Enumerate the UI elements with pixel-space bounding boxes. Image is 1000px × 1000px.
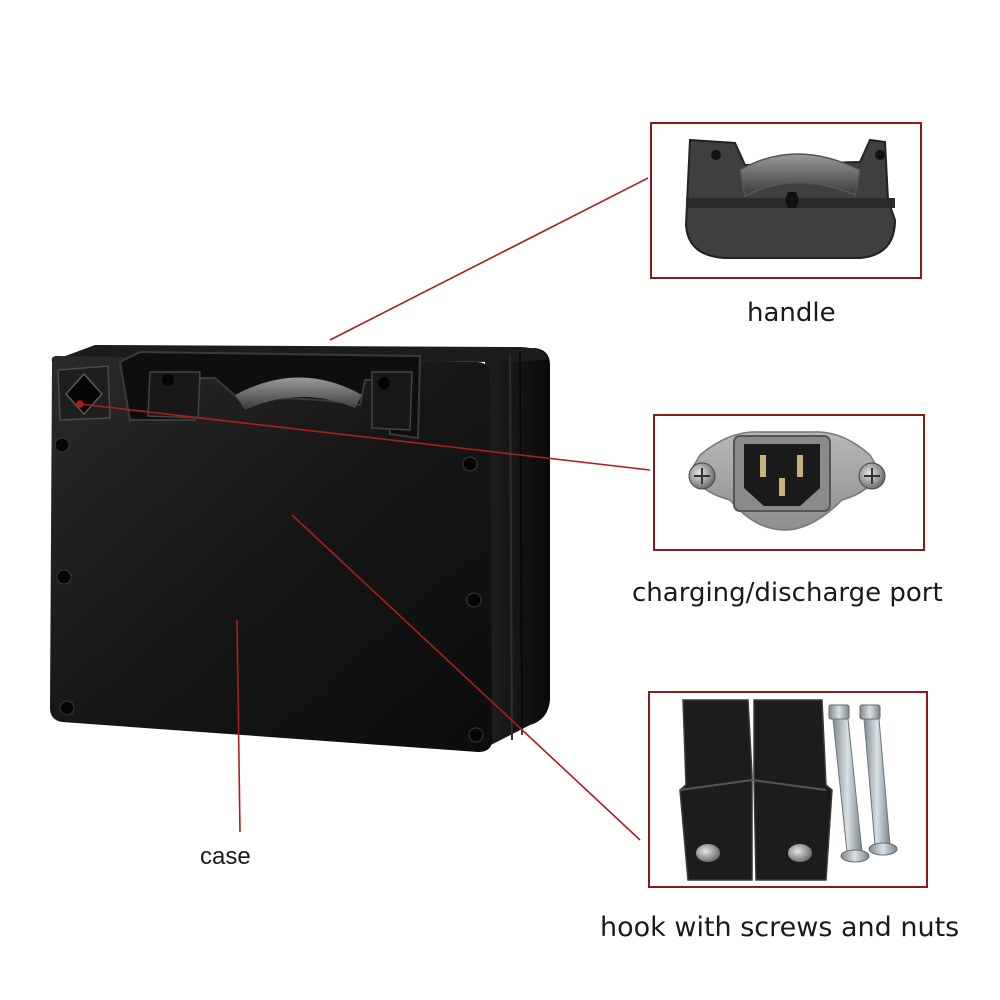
case-front [50, 355, 492, 752]
label-handle: handle [747, 298, 836, 328]
hook-bracket-right [753, 699, 833, 881]
leader-handle [329, 177, 649, 341]
bolts [828, 704, 898, 863]
leader-hook [291, 514, 641, 841]
case-screw-holes [54, 437, 484, 743]
leader-lines [76, 177, 651, 841]
label-charging-port: charging/discharge port [632, 578, 943, 608]
label-case: case [200, 843, 251, 870]
battery-case [50, 345, 550, 752]
label-hook: hook with screws and nuts [600, 912, 960, 943]
callout-hook [648, 691, 928, 888]
case-port-recess [57, 365, 111, 421]
callout-port [653, 414, 925, 551]
case-side [485, 348, 550, 748]
leader-case [236, 619, 241, 833]
hook-bracket-left [679, 699, 753, 881]
callout-handle [650, 122, 922, 279]
case-handle-grip [235, 377, 362, 410]
leader-port [79, 403, 651, 471]
